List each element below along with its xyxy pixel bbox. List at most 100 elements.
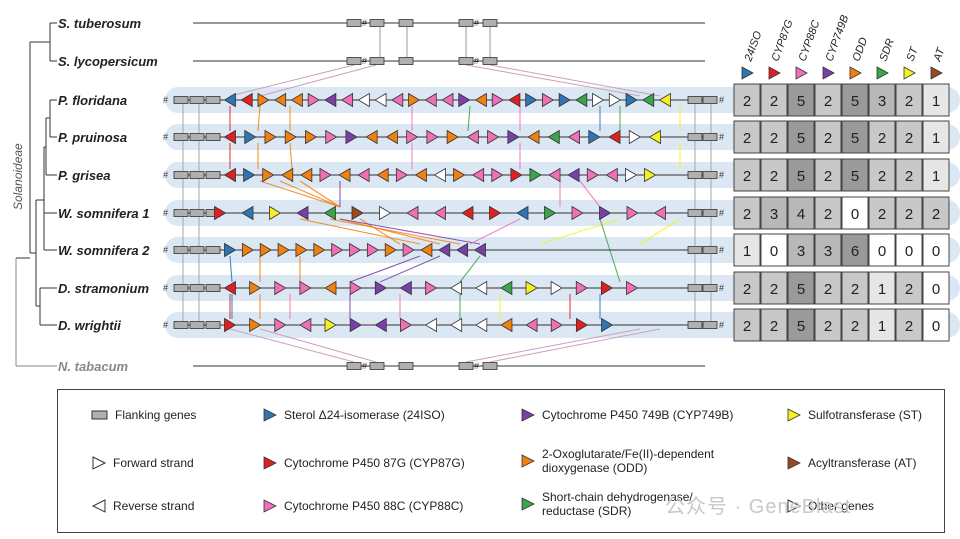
gene-arrow: [374, 92, 387, 108]
legend-at-label: Acyltransferase (AT): [808, 456, 917, 470]
gene-arrow: [420, 242, 433, 258]
outgroup-link: [259, 328, 377, 363]
count-value: 1: [743, 243, 751, 260]
flanking-gene: [702, 246, 718, 254]
flanking-gene: [687, 96, 703, 104]
count-cell-box: [868, 308, 896, 342]
gene-arrow: [453, 167, 466, 183]
flanking-gene: [369, 362, 385, 370]
flanking-gene: [189, 96, 205, 104]
flanking-gene: [173, 209, 189, 217]
count-cell: 2: [733, 158, 761, 192]
count-value: 2: [851, 318, 859, 335]
count-cell: 3: [787, 233, 815, 267]
count-value: 2: [878, 206, 886, 223]
gene-arrow: [406, 205, 419, 221]
count-value: 1: [932, 168, 940, 185]
cluster-track: ##: [163, 242, 724, 258]
count-cell-box: [760, 120, 788, 154]
gene-arrow: [424, 92, 437, 108]
break-mark: #: [163, 320, 168, 330]
forward-strand-icon: [92, 456, 107, 470]
count-cell: 2: [760, 120, 788, 154]
species-label: W. somnifera 2: [58, 243, 150, 258]
count-value: 3: [824, 243, 832, 260]
count-cell: 2: [868, 196, 896, 230]
count-cell-box: [760, 233, 788, 267]
gene-arrow: [466, 129, 479, 145]
break-mark: #: [163, 245, 168, 255]
synteny-line: [469, 218, 521, 245]
gene-arrow: [653, 205, 666, 221]
count-cell-box: [814, 271, 842, 305]
count-cell: 2: [760, 271, 788, 305]
count-cell-box: [868, 196, 896, 230]
count-cell-box: [733, 196, 761, 230]
count-value: 0: [905, 243, 913, 260]
flanking-gene: [205, 246, 221, 254]
count-cell-box: [760, 196, 788, 230]
phylogenetic-tree: [15, 22, 57, 367]
count-cell: 2: [733, 83, 761, 117]
gene-header: ST: [905, 45, 922, 64]
count-cell-box: [760, 271, 788, 305]
gene-arrow: [223, 280, 236, 296]
flanking-gene: [458, 362, 474, 370]
count-cell-box: [787, 196, 815, 230]
count-cell: 2: [814, 83, 842, 117]
gene-arrow: [541, 92, 555, 108]
gene-arrow: [374, 280, 388, 296]
legend-reverse-label: Reverse strand: [113, 499, 195, 513]
gene-arrow: [508, 92, 521, 108]
count-cell-box: [733, 83, 761, 117]
flanking-gene: [398, 19, 414, 27]
gene-arrow: [259, 242, 273, 258]
count-cell-box: [733, 120, 761, 154]
legend-cyp88: Cytochrome P450 88C (CYP88C): [262, 499, 463, 513]
count-cell: 2: [868, 120, 896, 154]
gene-arrow: [547, 129, 560, 145]
count-cell-box: [868, 233, 896, 267]
count-value: 2: [743, 206, 751, 223]
flanking-gene: [702, 171, 718, 179]
count-value: 0: [932, 243, 940, 260]
synteny-line: [259, 180, 341, 208]
cluster-track: ##: [163, 280, 724, 296]
gene-arrow: [529, 167, 542, 183]
count-value: 2: [770, 318, 778, 335]
legend-st-label: Sulfotransferase (ST): [808, 408, 923, 422]
flanking-gene: [687, 284, 703, 292]
gene-arrow: [489, 205, 502, 221]
iso-triangle-icon: [263, 408, 277, 422]
flanking-gene: [687, 246, 703, 254]
sdr-triangle-icon: [521, 497, 535, 511]
count-cell: 3: [868, 83, 896, 117]
count-cell: 2: [895, 83, 923, 117]
gene-arrow: [625, 92, 638, 108]
break-mark: #: [719, 245, 724, 255]
gene-arrow: [296, 205, 309, 221]
cluster-track: ##: [163, 205, 724, 221]
flanking-gene: [702, 209, 718, 217]
count-value: 5: [797, 281, 805, 298]
gene-arrow: [548, 167, 561, 183]
gene-arrow: [249, 280, 262, 296]
gene-arrow: [525, 92, 538, 108]
count-value: 5: [851, 168, 859, 185]
count-value: 2: [743, 93, 751, 110]
gene-arrow: [458, 92, 471, 108]
count-cell-box: [922, 196, 950, 230]
gene-arrow: [600, 280, 614, 296]
count-value: 1: [932, 93, 940, 110]
gene-arrow: [425, 280, 438, 296]
count-value: 0: [770, 243, 778, 260]
gene-arrow: [433, 205, 446, 221]
count-cell-box: [814, 120, 842, 154]
gene-arrow: [244, 129, 257, 145]
count-value: 2: [824, 168, 832, 185]
flanking-gene: [458, 19, 474, 27]
species-label: N. tabacum: [58, 359, 129, 374]
count-value: 2: [905, 318, 913, 335]
gene-arrow: [299, 317, 312, 333]
flanking-gene: [369, 57, 385, 65]
